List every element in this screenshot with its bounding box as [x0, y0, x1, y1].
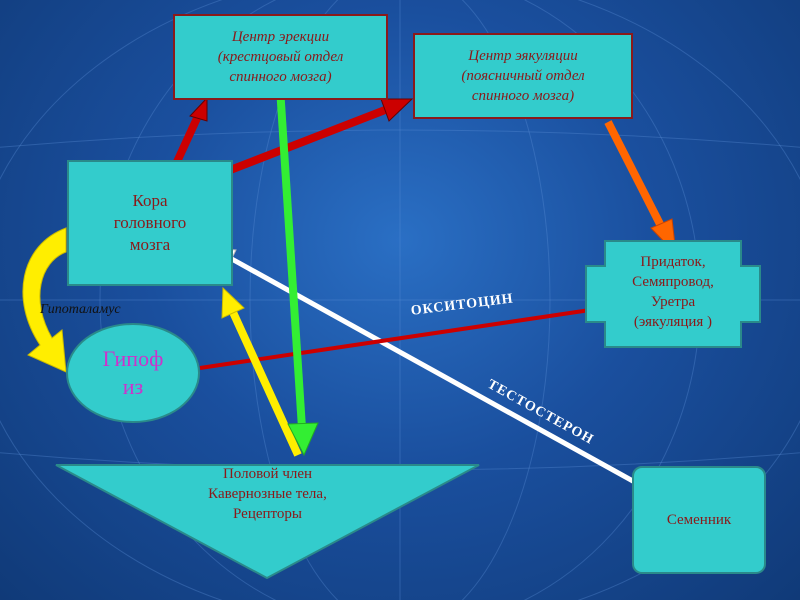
arrow-cortex-to-ejaculation [218, 98, 414, 178]
arrow-pituitary-to-epididymis [199, 301, 609, 370]
epididymis-line-1: Придаток, [640, 254, 706, 270]
arrow-erection-to-penis [275, 71, 319, 457]
epididymis-shape [585, 240, 761, 348]
arrow-cortex-to-erection [172, 96, 208, 166]
epididymis-line-4: (эякуляция ) [633, 314, 713, 330]
penis-triangle-shape [55, 464, 480, 579]
testis-label: Семенник [666, 511, 732, 528]
penis-line-2: Кавернозные тела, [208, 486, 327, 502]
erection-line-3: спинного мозга) [229, 69, 332, 85]
hypothalamus-curve-arrow [22, 227, 67, 373]
erection-line-2: (крестцовый отдел [217, 49, 344, 65]
pituitary-line-1: Гипоф [102, 346, 164, 371]
erection-line-1: Центр эрекции [231, 29, 330, 45]
testis-box: Семенник [632, 466, 766, 574]
arrow-ejaculation-to-epididymis [604, 120, 677, 256]
pituitary-line-2: из [122, 374, 144, 399]
erection-center-box: Центр эрекции (крестцовый отдел спинного… [173, 14, 388, 100]
hypothalamus-label: Гипоталамус [40, 302, 121, 317]
pituitary-ellipse: Гипоф из [66, 323, 200, 423]
epididymis-line-2: Семяпровод, [632, 274, 714, 290]
ejaculation-line-2: (поясничный отдел [461, 68, 585, 84]
arrow-penis-to-cortex [221, 286, 302, 457]
cortex-line-1: Кора [132, 191, 168, 210]
cortex-box: Кора головного мозга [67, 160, 233, 286]
penis-line-1: Половой член [222, 466, 313, 482]
ejaculation-line-3: спинного мозга) [471, 88, 575, 104]
epididymis-line-3: Уретра [650, 294, 696, 310]
ejaculation-center-box: Центр эякуляции (поясничный отдел спинно… [413, 33, 633, 119]
epididymis-box: Придаток, Семяпровод, Уретра (эякуляция … [585, 240, 761, 348]
ejaculation-line-1: Центр эякуляции [468, 48, 578, 64]
cortex-line-2: головного [113, 213, 187, 232]
cortex-line-3: мозга [129, 235, 171, 254]
arrow-testis-to-cortex [208, 247, 642, 488]
penis-text: Половой член Кавернозные тела, Рецепторы [55, 464, 480, 524]
penis-line-3: Рецепторы [233, 506, 302, 522]
